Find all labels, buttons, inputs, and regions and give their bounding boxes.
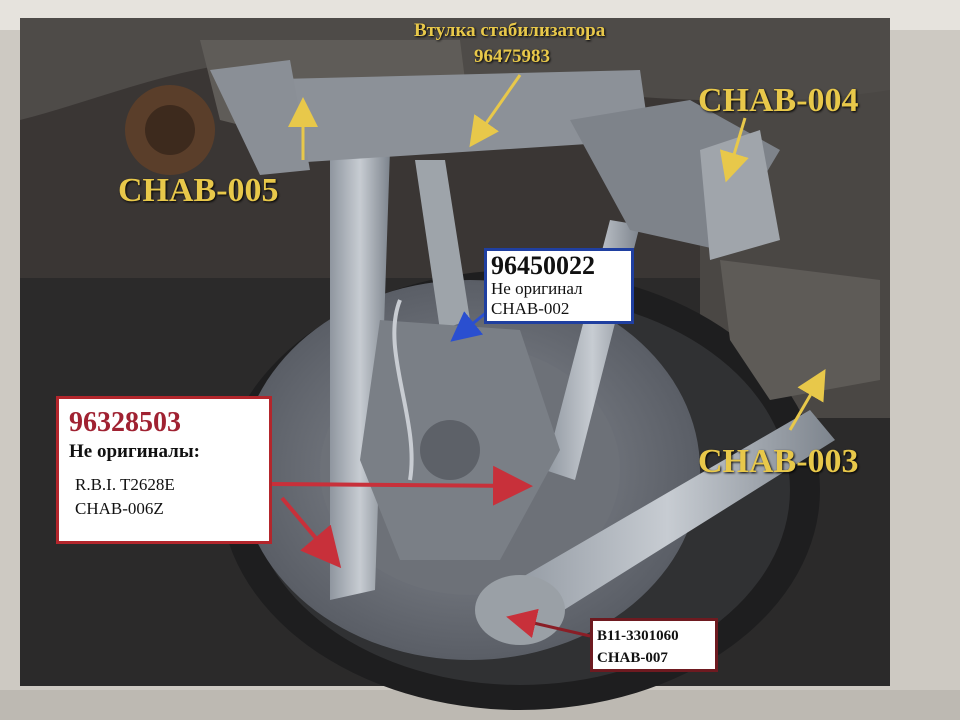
callout-line: R.B.I. T2628E: [75, 475, 175, 494]
stabilizer-link: [415, 160, 470, 330]
arrow-chab002: [450, 310, 488, 342]
callout-box-chab-007: B11-3301060 CHAB-007: [590, 618, 718, 672]
callout-line: CHAB-002: [491, 299, 570, 318]
bushing-part-number: 96475983: [474, 46, 550, 67]
label-chab-005: CHAB-005: [118, 172, 279, 209]
arrow-chab004: [719, 117, 749, 183]
callout-line: CHAB-007: [597, 650, 668, 666]
callout-line: CHAB-006Z: [75, 499, 164, 518]
label-chab-003: CHAB-003: [698, 443, 859, 480]
label-chab-004: CHAB-004: [698, 82, 859, 119]
upper-link: [240, 70, 650, 165]
callout-part-number: 96328503: [69, 407, 181, 438]
bushing-title-label: Втулка стабилизатора: [414, 20, 606, 41]
callout-part-number: 96450022: [491, 251, 595, 280]
arrow-bushing: [469, 74, 522, 148]
lower-arm: [500, 410, 835, 625]
arrow-red-down: [280, 496, 342, 569]
arrow-red-right: [271, 465, 533, 506]
callout-line: B11-3301060: [597, 628, 679, 644]
callout-line: Не оригиналы:: [69, 441, 200, 462]
arrow-chab007: [506, 608, 591, 639]
callout-box-chab-002: 96450022 Не оригинал CHAB-002: [484, 248, 634, 324]
callout-line: Не оригинал: [491, 279, 583, 298]
callout-box-chab-006z: 96328503 Не оригиналы: R.B.I. T2628E CHA…: [56, 396, 272, 544]
arrow-chab003: [788, 369, 826, 431]
